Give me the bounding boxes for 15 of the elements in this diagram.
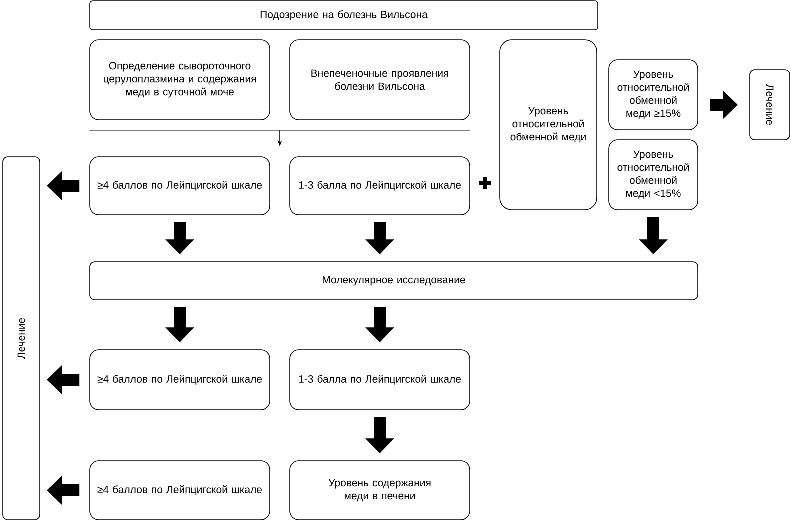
process-box: 1-3 балла по Лейпцигской шкале (290, 156, 470, 216)
process-box: ≥4 баллов по Лейпцигской шкале (90, 350, 270, 410)
process-box: Внепеченочные проявления болезни Вильсона (290, 40, 470, 120)
process-box: 1-3 балла по Лейпцигской шкале (290, 350, 470, 410)
process-box: Уровень относительной обменной меди <15% (608, 140, 698, 210)
process-box: ≥4 баллов по Лейпцигской шкале (90, 156, 270, 216)
process-box: ≥4 баллов по Лейпцигской шкале (90, 460, 270, 520)
process-box: Уровень содержания меди в печени (290, 460, 470, 520)
process-box: Определение сывороточного церулоплазмина и содержания меди в суточной моче (90, 40, 270, 120)
treatment-box: Лечение (2, 156, 40, 520)
process-box: Молекулярное исследование (90, 262, 698, 300)
process-box: Уровень относительной обменной меди ≥15% (608, 60, 698, 130)
treatment-box: Лечение (750, 70, 790, 140)
process-box: Уровень относительной обменной меди (500, 40, 598, 210)
process-box: Подозрение на болезнь Вильсона (90, 0, 598, 30)
